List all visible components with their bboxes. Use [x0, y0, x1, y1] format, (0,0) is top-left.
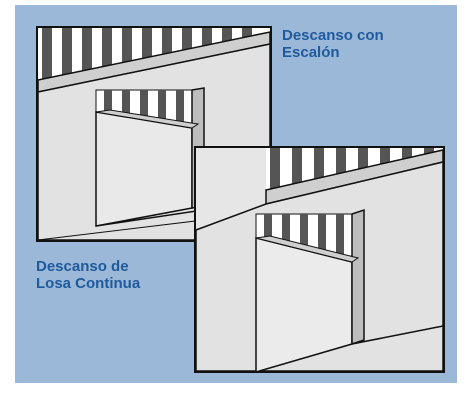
label-stepped-landing: Descanso con Escalón — [282, 27, 384, 61]
label-continuous-slab-landing: Descanso de Losa Continua — [36, 258, 141, 292]
illustration-continuous-slab-landing — [194, 146, 445, 373]
